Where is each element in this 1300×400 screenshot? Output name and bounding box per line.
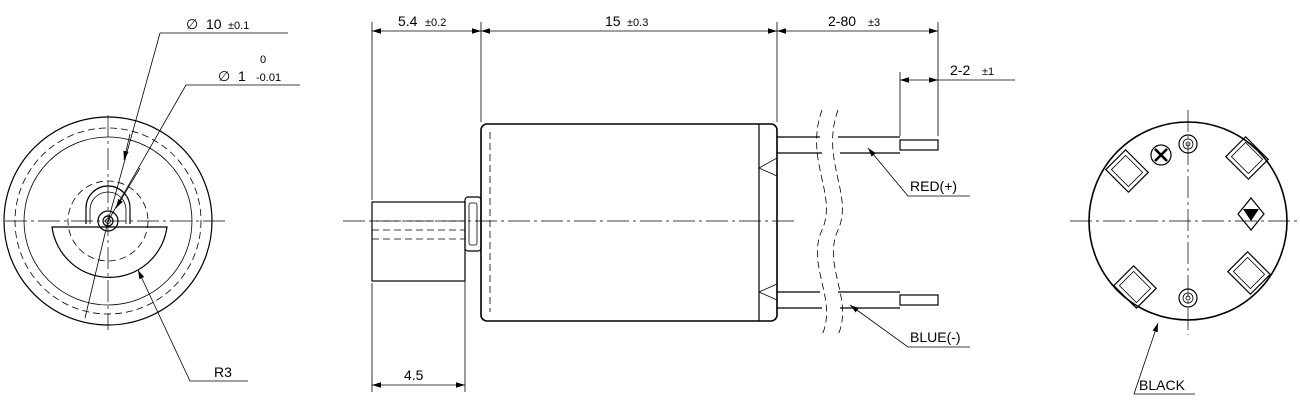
red-wire-strip (899, 139, 939, 151)
rivet-top-inner (1182, 138, 1194, 150)
bearing-collar-inner (468, 202, 478, 246)
shaft-center (105, 218, 111, 224)
radius-extension (84, 220, 109, 319)
break-line-left (816, 109, 827, 336)
rivet-bottom-inner (1182, 292, 1194, 304)
black-label: BLACK (1139, 377, 1186, 393)
left-end-view: ∅ 10 ±0.1 ∅ 1 0 -0.01 R3 (3, 16, 300, 382)
cross-mark-icon (1150, 144, 1172, 166)
lead-exit-bottom (758, 283, 778, 301)
pad-top-left (1104, 148, 1150, 194)
shaft (102, 215, 114, 227)
dim-2-80-value: 2-80 (828, 13, 856, 29)
dim-15-tol: ±0.3 (627, 17, 648, 29)
dim-2-2-tol: ±1 (982, 66, 994, 78)
diamond-mark-icon (1237, 197, 1265, 231)
red-wire-label: RED(+) (910, 178, 957, 194)
shaft-boss (97, 210, 119, 232)
dia-shaft-leader (107, 84, 300, 222)
dim-5-4-value: 5.4 (398, 13, 418, 29)
dia-shaft-tol-upper: 0 (260, 54, 266, 66)
dia-shaft-arrow (115, 167, 141, 209)
red-wire-leader (867, 147, 970, 197)
outer-circle (3, 116, 213, 326)
pad-top-right (1224, 135, 1270, 181)
dim-2-2-value: 2-2 (950, 62, 970, 78)
dia-outer-tol: ±0.1 (228, 20, 249, 32)
blue-wire-leader (849, 304, 970, 348)
side-view: 5.4 ±0.2 15 ±0.3 2-80 ±3 2-2 ±1 4.5 RED(… (343, 13, 1015, 392)
hidden-circle-inner (67, 180, 149, 262)
inner-circle (23, 136, 193, 306)
right-end-view: BLACK (1070, 110, 1300, 395)
blue-wire-label: BLUE(-) (910, 329, 961, 345)
weight-block (371, 201, 466, 282)
dia-shaft-symbol: ∅ (218, 68, 230, 84)
radius-label: R3 (214, 364, 232, 380)
rivet-top (1178, 134, 1198, 154)
pad-bottom-left (1112, 264, 1158, 310)
bearing-collar (464, 196, 482, 252)
rivet-bottom (1178, 288, 1198, 308)
lead-exit-top (758, 157, 778, 177)
dia-outer-symbol: ∅ (186, 16, 198, 32)
eccentric-weight (51, 226, 168, 278)
blue-wire-strip (899, 294, 939, 306)
pad-bottom-right (1226, 250, 1272, 296)
end-cap-circle (1088, 121, 1288, 321)
motor-body (480, 123, 778, 322)
dim-15-value: 15 (605, 13, 621, 29)
dim-2-80-tol: ±3 (868, 17, 880, 29)
dia-outer-value: 10 (206, 16, 222, 32)
dia-shaft-tol-lower: -0.01 (256, 72, 281, 84)
weight-hub (85, 185, 131, 224)
hidden-circle-outer (14, 127, 202, 315)
dim-5-4-tol: ±0.2 (425, 17, 446, 29)
break-line-right (832, 109, 843, 336)
weight-hub-inner (89, 191, 127, 224)
rivet-top-center (1185, 141, 1191, 147)
dia-outer-arrow (123, 133, 131, 161)
radius-leader (137, 269, 248, 382)
black-leader (1133, 322, 1195, 395)
rivet-bottom-center (1185, 295, 1191, 301)
dim-4-5-value: 4.5 (404, 367, 424, 383)
dia-shaft-value: 1 (238, 68, 246, 84)
